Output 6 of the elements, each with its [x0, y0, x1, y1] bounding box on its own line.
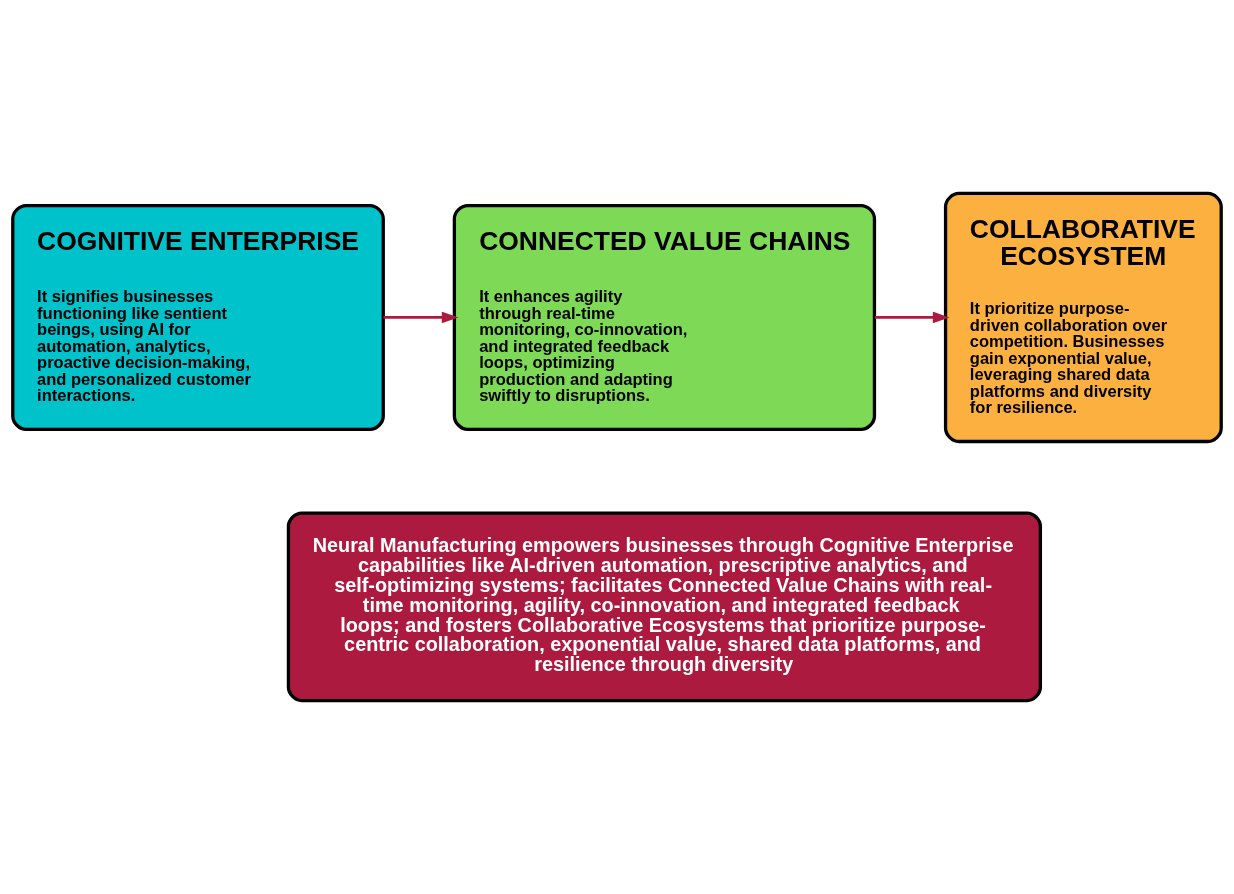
- node-box: CONNECTED VALUE CHAINS It enhances agility through real-time monitoring, co-innovation, and integrated feedback loops, optimizing production and adapting swiftly to disruptions.: [452, 203, 877, 431]
- node-box: Neural Manufacturing empowers businesses through Cognitive Enterprise capabilities like AI-driven automation, prescriptive analytics, and self-optimizing systems; facilitates Connected Value Chains with real-time monitoring, agility, co-innovation, and integrated feedback loops; and fosters Collaborative Ecosystems that prioritize purpose-centric collaboration, exponential value, shared data platforms, and resilience through diversity: [286, 511, 1043, 703]
- arrow: [874, 311, 950, 324]
- node-box: COLLABORATIVE ECOSYSTEM It prioritize purpose-driven collaboration over competition. Businesses gain exponential value, leveraging shared data platforms and diversity for resilience.: [943, 191, 1223, 444]
- arrow: [383, 311, 459, 324]
- node-box: COGNITIVE ENTERPRISE It signifies businesses functioning like sentient beings, using AI for automation, analytics, proactive decision-making, and personalized customer interactions.: [11, 203, 385, 431]
